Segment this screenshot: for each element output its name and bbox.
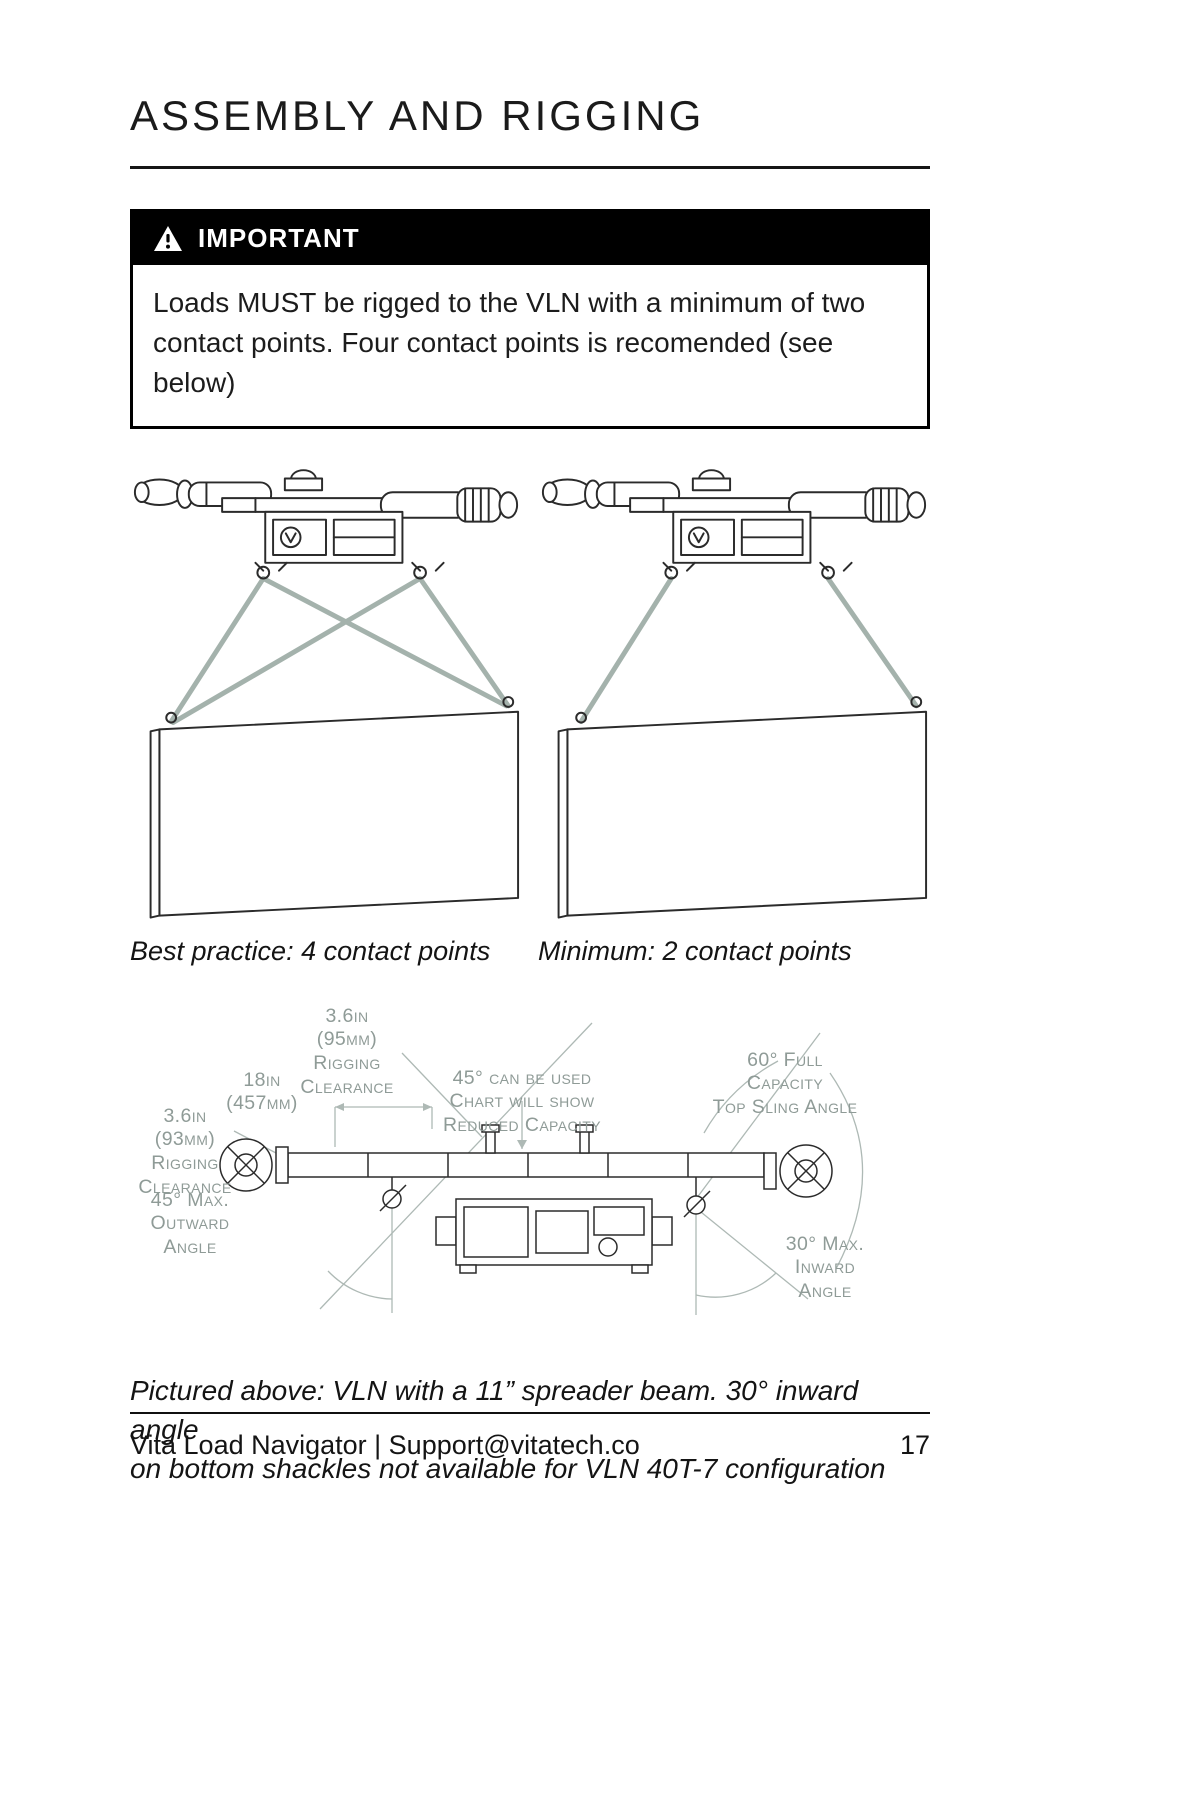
important-callout: IMPORTANT Loads MUST be rigged to the VL… bbox=[130, 209, 930, 430]
important-label: IMPORTANT bbox=[198, 223, 360, 253]
label-45-reduced-capacity: 45° can be used Chart will show Reduced … bbox=[443, 1066, 601, 1137]
rigging-dimension-diagram: 3.6in (95mm) Rigging Clearance 18in (457… bbox=[130, 1003, 930, 1335]
figure-two-contact-points bbox=[538, 455, 930, 925]
corner-hooks bbox=[575, 696, 923, 724]
spreader-beam-drawing bbox=[219, 1123, 833, 1274]
dimension-arrowheads bbox=[335, 1102, 527, 1149]
corner-hooks bbox=[165, 696, 515, 724]
important-banner: IMPORTANT bbox=[133, 212, 927, 265]
label-18in-span: 18in (457mm) bbox=[226, 1068, 298, 1115]
figure-four-contact-points bbox=[130, 455, 522, 925]
sling-lines-four bbox=[168, 576, 511, 726]
dimension-lines bbox=[233, 1022, 864, 1315]
figure-description: Pictured above: VLN with a 11” spreader … bbox=[130, 1374, 886, 1485]
footer-text: Vita Load Navigator | Support@vitatech.c… bbox=[130, 1430, 640, 1460]
sling-lines-two bbox=[578, 576, 919, 725]
footer-divider bbox=[130, 1412, 930, 1414]
label-outward-angle: 45° Max. Outward Angle bbox=[150, 1188, 230, 1259]
title-divider bbox=[130, 166, 930, 169]
warning-icon bbox=[153, 225, 183, 252]
load-panel bbox=[149, 711, 520, 919]
figure-captions: Best practice: 4 contact points Minimum:… bbox=[130, 936, 930, 967]
page-footer: Vita Load Navigator | Support@vitatech.c… bbox=[130, 1430, 930, 1461]
vln-machine-drawing bbox=[541, 469, 927, 580]
caption-best-practice: Best practice: 4 contact points bbox=[130, 935, 491, 966]
load-panel bbox=[557, 711, 928, 919]
label-left-rigging-clearance: 3.6in (93mm) Rigging Clearance bbox=[138, 1104, 232, 1198]
rigging-figures bbox=[130, 455, 930, 925]
page-number: 17 bbox=[899, 1430, 930, 1460]
page-title: ASSEMBLY AND RIGGING bbox=[130, 92, 705, 139]
important-body: Loads MUST be rigged to the VLN with a m… bbox=[153, 287, 866, 398]
label-inward-angle: 30° Max. Inward Angle bbox=[785, 1232, 865, 1303]
label-top-sling-angle: 60° Full Capacity Top Sling Angle bbox=[712, 1048, 858, 1119]
label-top-rigging-clearance: 3.6in (95mm) Rigging Clearance bbox=[300, 1004, 394, 1098]
caption-minimum: Minimum: 2 contact points bbox=[538, 935, 852, 966]
vln-machine-drawing bbox=[133, 469, 519, 580]
